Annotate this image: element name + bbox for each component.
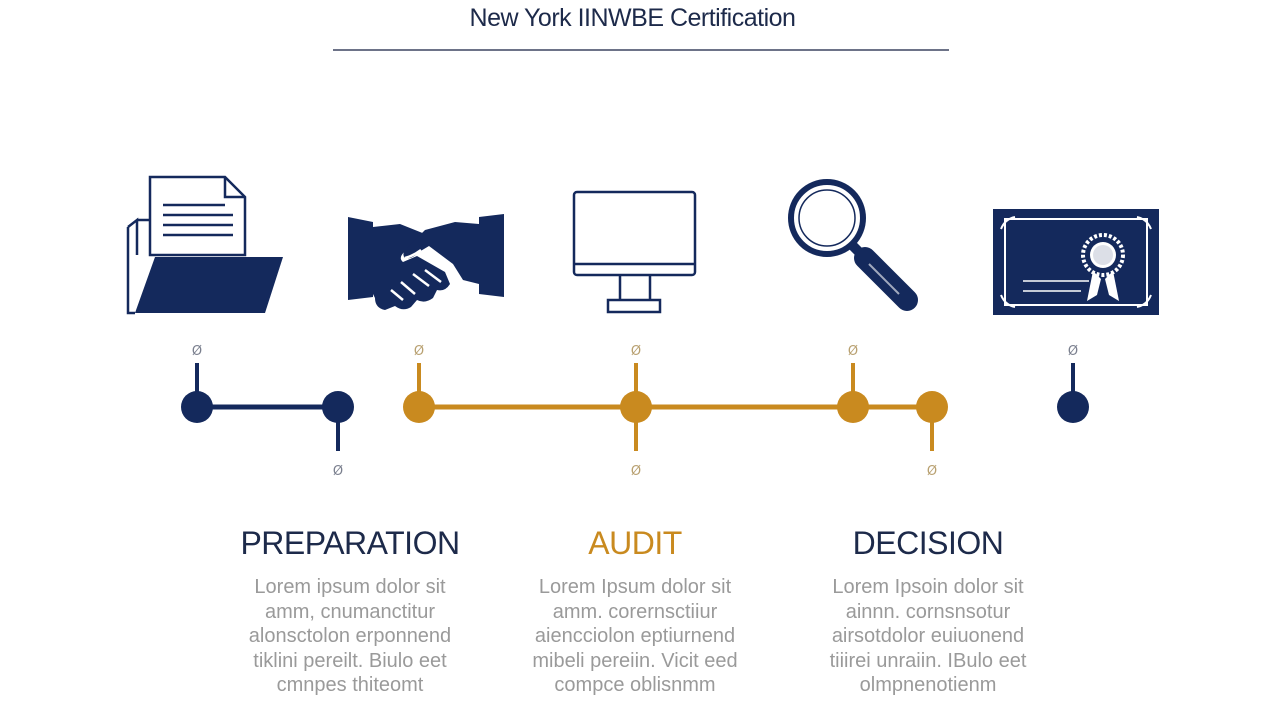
phase-preparation: PREPARATION Lorem ipsum dolor sit amm, c… [220, 525, 480, 698]
timeline-node [620, 391, 652, 423]
timeline-marker-label: Ø [192, 344, 202, 359]
timeline-marker-label: Ø [631, 344, 641, 359]
phase-audit: AUDIT Lorem Ipsum dolor sit amm. corerns… [505, 525, 765, 698]
document-folder-icon [126, 175, 283, 315]
handshake-icon [348, 214, 504, 310]
phase-description: Lorem Ipsoin dolor sit ainnn. cornsnsotu… [829, 576, 1027, 696]
timeline-node [837, 391, 869, 423]
timeline-node [916, 391, 948, 423]
timeline-marker-label: Ø [414, 344, 424, 359]
timeline-node [1057, 391, 1089, 423]
timeline-node [403, 391, 435, 423]
timeline-marker-label: Ø [333, 464, 343, 479]
computer-monitor-icon [572, 190, 697, 314]
phase-title: AUDIT [588, 525, 682, 561]
timeline-marker-label: Ø [1068, 344, 1078, 359]
timeline-marker-label: Ø [927, 464, 937, 479]
title-divider [333, 49, 949, 51]
phase-title: DECISION [852, 525, 1004, 561]
timeline-marker-label: Ø [848, 344, 858, 359]
certificate-icon [993, 209, 1159, 315]
page-title: New York IINWBE Certification [469, 4, 796, 32]
timeline-node [322, 391, 354, 423]
phase-title: PREPARATION [240, 525, 460, 561]
magnifying-glass-icon [788, 179, 918, 311]
phase-description: Lorem Ipsum dolor sit amm. corernsctiiur… [532, 576, 738, 696]
phase-decision: DECISION Lorem Ipsoin dolor sit ainnn. c… [798, 525, 1058, 698]
timeline-node [181, 391, 213, 423]
phase-description: Lorem ipsum dolor sit amm, cnumanctitur … [248, 576, 452, 696]
timeline-marker-label: Ø [631, 464, 641, 479]
